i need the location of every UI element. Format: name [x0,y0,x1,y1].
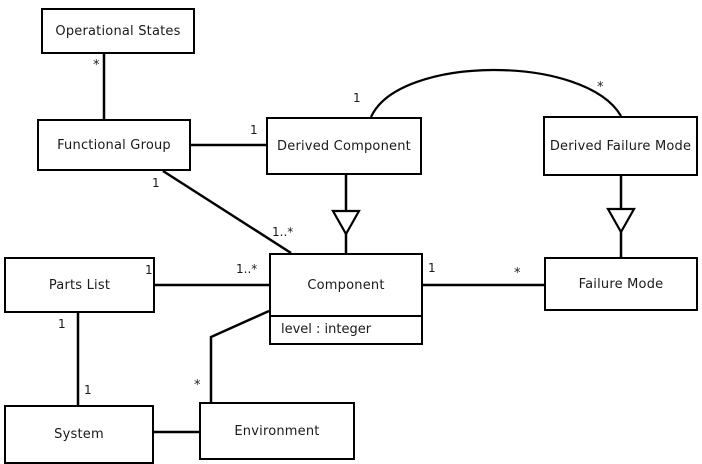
generalization-triangle-component [331,209,361,237]
class-box-operational-states[interactable]: Operational States [41,8,195,54]
multiplicity-system-top: 1 [84,383,92,397]
multiplicity-component-left: 1..* [236,262,258,276]
generalization-triangle-failure-mode [606,207,636,235]
class-attribute-component-level: level : integer [271,315,421,343]
class-name-derived-component: Derived Component [277,138,411,154]
multiplicity-derived-component-arc: 1 [353,91,361,105]
multiplicity-operational-states: * [93,58,100,73]
class-box-parts-list[interactable]: Parts List [4,257,155,313]
multiplicity-failure-mode-left: * [514,266,521,281]
class-name-system: System [54,427,104,442]
class-box-system[interactable]: System [4,405,154,464]
class-box-functional-group[interactable]: Functional Group [37,119,191,171]
class-box-failure-mode[interactable]: Failure Mode [544,257,698,311]
class-name-operational-states: Operational States [55,23,181,39]
multiplicity-functional-group-bottom: 1 [152,176,160,190]
class-name-component: Component [307,277,385,293]
edge-derived-component-derived-failure-mode [369,68,622,118]
class-name-functional-group: Functional Group [57,137,171,153]
multiplicity-derived-component-left: 1 [250,123,258,137]
class-name-environment: Environment [234,423,320,439]
class-name-derived-failure-mode: Derived Failure Mode [549,138,692,154]
multiplicity-derived-failure-mode-arc: * [597,80,604,95]
edge-component-environment [209,309,270,402]
multiplicity-component-diagonal: 1..* [272,225,294,239]
class-box-component[interactable]: Component level : integer [269,253,423,345]
class-box-environment[interactable]: Environment [199,402,355,460]
multiplicity-parts-list-right: 1 [145,263,153,277]
class-name-parts-list: Parts List [48,277,111,293]
multiplicity-parts-list-bottom: 1 [58,317,66,331]
multiplicity-component-right: 1 [428,261,436,275]
class-box-derived-failure-mode[interactable]: Derived Failure Mode [543,116,698,176]
class-box-derived-component[interactable]: Derived Component [266,117,422,175]
edge-functional-group-component [162,169,292,255]
multiplicity-environment-top: * [194,378,201,393]
class-name-failure-mode: Failure Mode [578,276,664,292]
